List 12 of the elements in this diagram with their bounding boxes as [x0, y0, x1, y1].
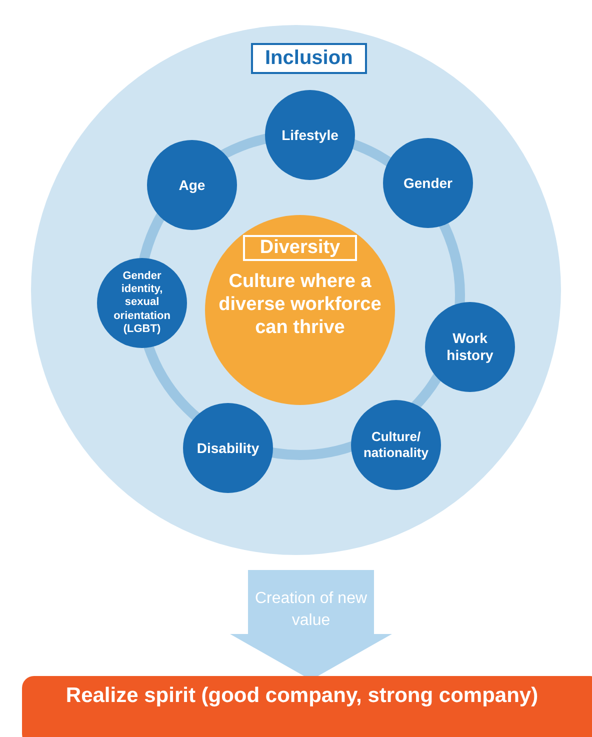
arrow-label: Creation of new value [254, 589, 368, 631]
attribute-circle: Lifestyle [265, 90, 355, 180]
attribute-circle: Age [147, 140, 237, 230]
attribute-circle: Work history [425, 302, 515, 392]
attribute-circle: Gender [383, 138, 473, 228]
attribute-circle: Disability [183, 403, 273, 493]
heading-label: Inclusion [251, 43, 367, 74]
result-banner: Realize spirit (good company, strong company) [22, 676, 592, 737]
body-text: Culture where a diverse workforce can thrive [218, 271, 382, 340]
attribute-circle: Culture/ nationality [351, 400, 441, 490]
attribute-circle: Gender identity, sexual orientation (LGBT) [97, 258, 187, 348]
heading-label: Diversity [243, 235, 357, 261]
